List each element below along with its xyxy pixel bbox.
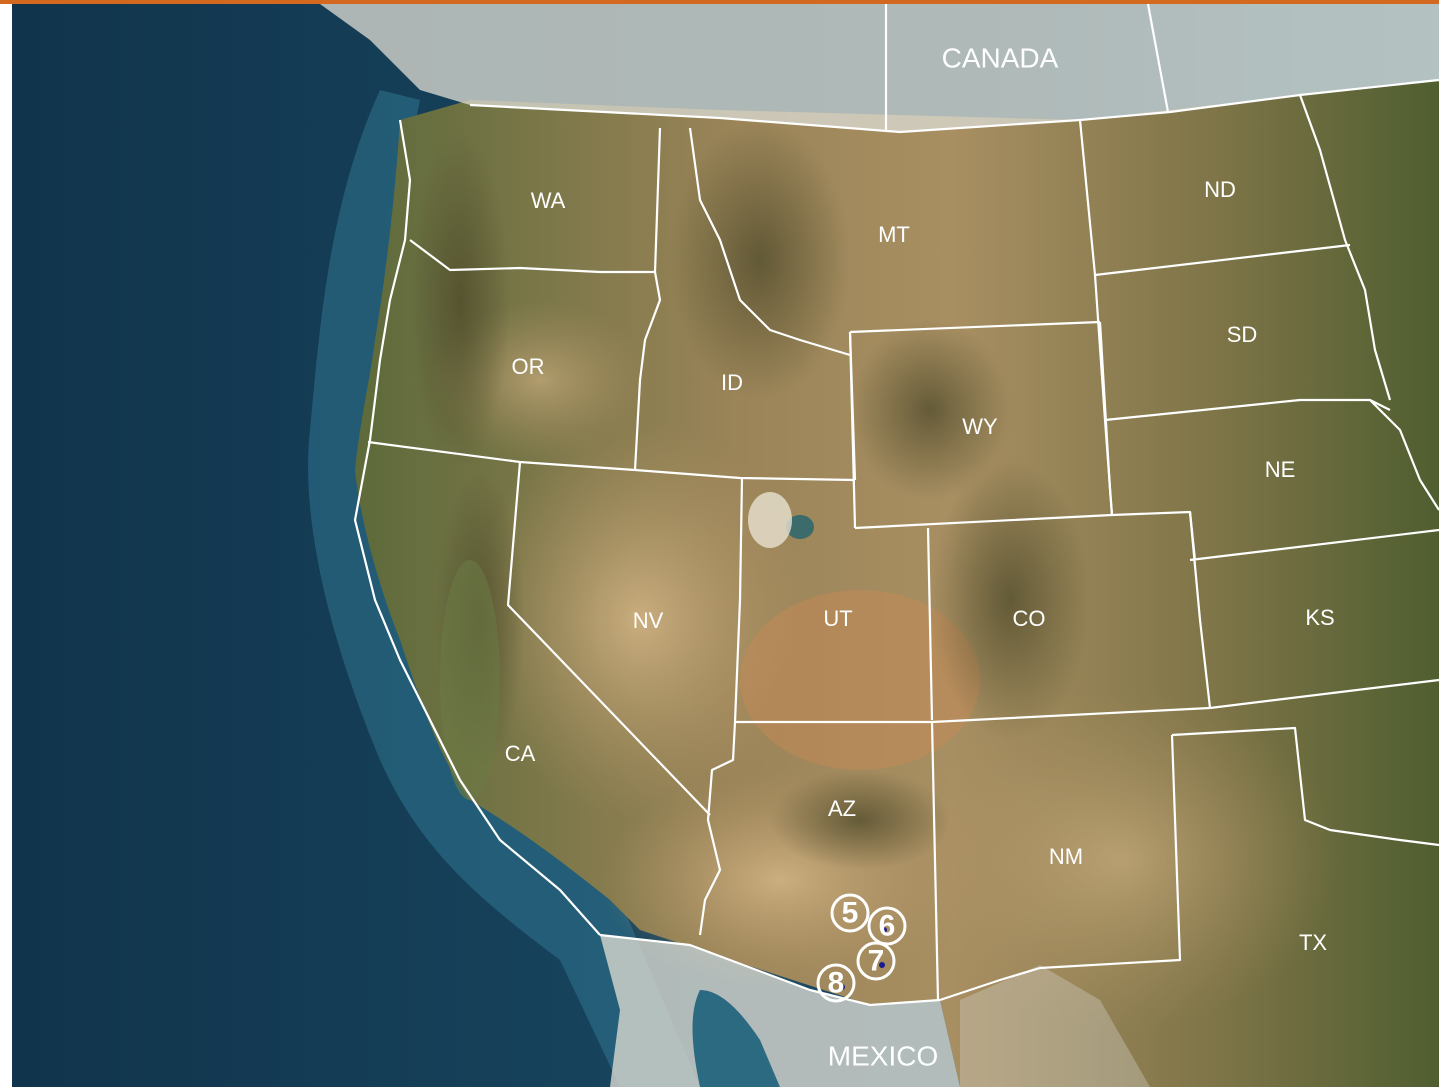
gulf-of-california	[692, 990, 780, 1087]
state-label-ca: CA	[505, 741, 536, 766]
state-label-ks: KS	[1305, 605, 1334, 630]
texas-south	[960, 965, 1150, 1087]
us-mexico-border	[599, 933, 941, 1007]
mt-nd-border	[1078, 119, 1097, 276]
state-label-ne: NE	[1265, 457, 1296, 482]
site-marker-number: 5	[842, 897, 859, 930]
site-marker-number: 8	[828, 967, 845, 1000]
site-marker-7[interactable]: 7	[856, 941, 896, 981]
state-labels: WA OR CA ID NV MT WY UT AZ CO NM ND SD N…	[505, 177, 1335, 955]
colorado-plateau	[740, 590, 980, 770]
cascade-range	[410, 130, 510, 470]
sd-wy-border	[1093, 274, 1114, 516]
site-marker-number: 6	[879, 910, 896, 943]
dakotas-east-border	[1298, 94, 1392, 401]
id-mt-border	[688, 127, 851, 357]
rocky-mountains-north	[670, 120, 850, 400]
state-label-sd: SD	[1227, 322, 1258, 347]
state-label-nm: NM	[1049, 844, 1083, 869]
wy-south-border	[854, 513, 1113, 530]
co-ut-border	[926, 527, 934, 721]
accent-bar	[0, 0, 1439, 4]
site-marker-number: 7	[868, 945, 885, 978]
mexico-land	[600, 935, 960, 1087]
az-nm-border	[930, 721, 940, 1001]
state-label-nv: NV	[633, 608, 664, 633]
state-label-co: CO	[1013, 606, 1046, 631]
site-markers: 5 6 7 8	[816, 893, 907, 1003]
or-id-border	[633, 271, 662, 471]
salt-flats	[748, 492, 792, 548]
state-label-ut: UT	[823, 606, 852, 631]
ne-ks-border	[1189, 528, 1439, 562]
left-margin	[0, 4, 12, 1087]
state-label-mt: MT	[878, 222, 910, 247]
great-basin-desert	[470, 420, 810, 820]
state-label-nd: ND	[1204, 177, 1236, 202]
borders	[353, 3, 1439, 1007]
state-label-tx: TX	[1299, 930, 1327, 955]
state-label-id: ID	[721, 370, 743, 395]
nm-tx-border	[939, 734, 1182, 1002]
co-nm-border	[931, 706, 1211, 724]
ne-east-border	[1369, 399, 1439, 511]
rocky-mountains-wyoming	[850, 320, 1010, 500]
great-salt-lake	[786, 515, 814, 539]
wa-id-border	[653, 127, 662, 273]
site-marker-5[interactable]: 5	[830, 893, 870, 933]
state-label-az: AZ	[828, 796, 856, 821]
mt-wy-border	[849, 320, 1101, 334]
nv-ca-border	[506, 461, 711, 816]
ut-nv-border	[733, 477, 744, 723]
sd-ne-border	[1104, 398, 1391, 422]
canada-land	[320, 4, 1439, 132]
texas-plains	[900, 690, 1340, 1030]
id-south-border	[634, 468, 856, 482]
co-east-border	[1188, 511, 1212, 709]
country-label-mexico: MEXICO	[828, 1040, 938, 1071]
central-valley	[440, 560, 500, 800]
rocky-mountains-colorado	[930, 460, 1090, 740]
nv-az-border	[698, 721, 737, 936]
wy-west-border	[848, 331, 857, 529]
nd-sd-border	[1094, 243, 1351, 277]
mogollon-rim	[770, 770, 950, 870]
ks-ok-border	[1209, 678, 1439, 710]
state-label-or: OR	[512, 354, 545, 379]
tx-ok-border	[1171, 726, 1439, 847]
state-label-wa: WA	[531, 188, 566, 213]
pacific-coastline	[353, 119, 601, 936]
country-label-canada: CANADA	[942, 42, 1059, 73]
wa-or-border	[409, 239, 655, 274]
site-marker-6[interactable]: 6	[867, 906, 907, 946]
site-marker-8[interactable]: 8	[816, 963, 856, 1003]
state-label-wy: WY	[962, 414, 998, 439]
